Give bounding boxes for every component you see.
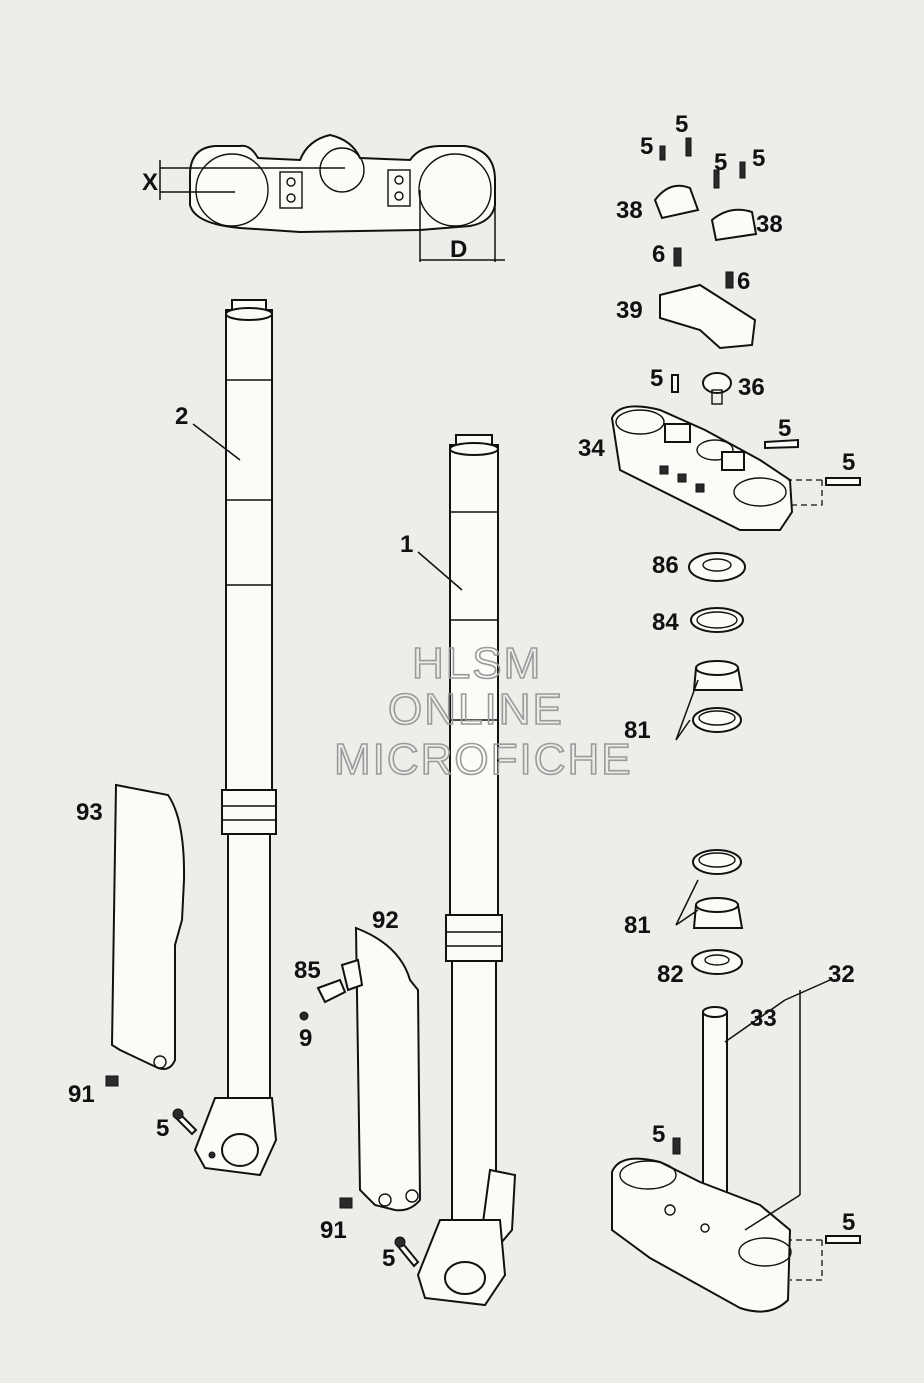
callout-84: 84: [652, 609, 679, 636]
fork-leg-right: [416, 434, 517, 1307]
callout-34: 34: [578, 435, 605, 462]
lower-triple-clamp-steering-stem: [611, 1006, 861, 1313]
callout-38-right: 38: [756, 211, 783, 238]
callout-5-mid-1: 5: [650, 365, 663, 392]
dimension-d-label: D: [450, 236, 467, 263]
callout-82: 82: [657, 961, 684, 988]
callout-91-right: 91: [320, 1217, 347, 1244]
watermark-line-3: MICROFICHE: [334, 735, 633, 784]
callout-81-upper: 81: [624, 717, 651, 744]
watermark: HLSM ONLINE MICROFICHE: [333, 638, 633, 785]
callout-9: 9: [299, 1025, 312, 1052]
callout-93: 93: [76, 799, 103, 826]
callout-86: 86: [652, 552, 679, 579]
callout-5-mid-3: 5: [842, 449, 855, 476]
watermark-line-1: HLSM: [412, 639, 542, 688]
handlebar-clamps: [653, 137, 758, 405]
callout-32: 32: [828, 961, 855, 988]
dimension-x-label: X: [142, 169, 158, 196]
triple-clamp-dimension-drawing: [159, 133, 505, 262]
callout-5-top-3: 5: [714, 149, 727, 176]
callout-39: 39: [616, 297, 643, 324]
callout-6-left: 6: [652, 241, 665, 268]
callout-2: 2: [175, 403, 188, 430]
callout-6-right: 6: [737, 268, 750, 295]
callout-92: 92: [372, 907, 399, 934]
callout-36: 36: [738, 374, 765, 401]
callout-5-low-2: 5: [842, 1209, 855, 1236]
callout-1: 1: [400, 531, 413, 558]
leader-lines: [192, 423, 831, 1231]
fork-leg-left: [193, 299, 278, 1177]
upper-triple-clamp: [610, 405, 861, 531]
callout-5-right-bolt: 5: [382, 1245, 395, 1272]
callout-5-left-bolt: 5: [156, 1115, 169, 1142]
steering-bearing-parts: [688, 552, 746, 975]
callout-5-top-4: 5: [752, 145, 765, 172]
callout-85: 85: [294, 957, 321, 984]
callout-5-top-2: 5: [675, 111, 688, 138]
callout-5-mid-2: 5: [778, 415, 791, 442]
watermark-line-2: ONLINE: [388, 685, 564, 734]
callout-38-left: 38: [616, 197, 643, 224]
callout-81-lower: 81: [624, 912, 651, 939]
fork-guard-right: [354, 926, 422, 1212]
callout-33: 33: [750, 1005, 777, 1032]
callout-5-top-1: 5: [640, 133, 653, 160]
callout-5-low-1: 5: [652, 1121, 665, 1148]
fork-guard-left: [110, 783, 186, 1070]
callout-91-left: 91: [68, 1081, 95, 1108]
small-bolts-left: [105, 958, 420, 1268]
